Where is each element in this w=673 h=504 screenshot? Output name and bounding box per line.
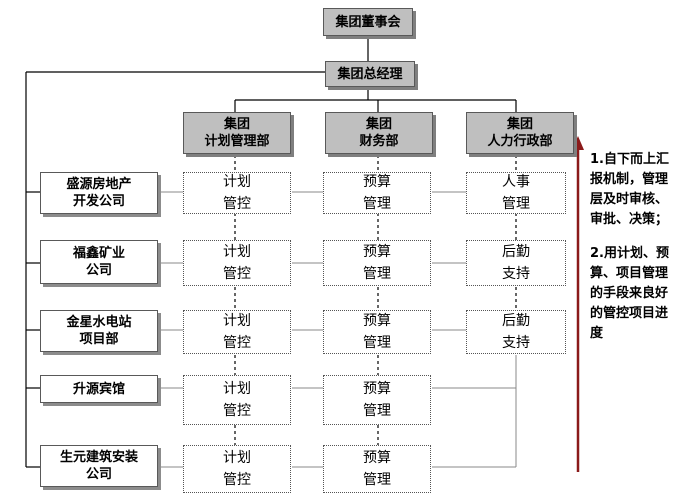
logistics-support-row3: 后勤 支持 xyxy=(466,310,566,354)
company-shengyuan-hotel: 升源宾馆 xyxy=(40,375,158,403)
company-line1: 生元建筑安装 xyxy=(59,450,138,465)
plan-line1: 计划 xyxy=(223,244,251,260)
hr-line2: 管理 xyxy=(502,196,530,212)
budget-mgmt-row2: 预算 管理 xyxy=(323,240,431,286)
budget-line2: 管理 xyxy=(363,266,391,282)
company-fuxin-mining: 福鑫矿业 公司 xyxy=(40,240,158,284)
plan-line2: 管控 xyxy=(223,196,251,212)
plan-control-row2: 计划 管控 xyxy=(183,240,291,286)
budget-line1: 预算 xyxy=(363,244,391,260)
dept-planning-line1: 集团 xyxy=(223,117,250,132)
logistics-line1: 后勤 xyxy=(502,313,530,329)
plan-line1: 计划 xyxy=(223,174,251,190)
plan-line2: 管控 xyxy=(223,335,251,351)
budget-line2: 管理 xyxy=(363,472,391,488)
plan-control-row3: 计划 管控 xyxy=(183,310,291,354)
hr-line1: 人事 xyxy=(502,174,530,190)
dept-finance-line1: 集团 xyxy=(365,117,392,132)
note-management: 2.用计划、预算、项目管理的手段来良好的管控项目进度 xyxy=(590,246,669,341)
dept-hr-line2: 人力行政部 xyxy=(487,134,553,149)
company-line2: 公司 xyxy=(85,263,112,278)
plan-line1: 计划 xyxy=(223,450,251,466)
note-reporting: 1.自下而上汇报机制，管理层及时审核、审批、决策； xyxy=(590,152,669,227)
dept-finance-line2: 财务部 xyxy=(359,134,399,149)
company-shengyuan-realestate: 盛源房地产 开发公司 xyxy=(40,172,158,214)
budget-line1: 预算 xyxy=(363,174,391,190)
logistics-line2: 支持 xyxy=(502,335,530,351)
budget-mgmt-row4: 预算 管理 xyxy=(323,375,431,425)
logistics-support-row2: 后勤 支持 xyxy=(466,240,566,286)
budget-line2: 管理 xyxy=(363,403,391,419)
company-line2: 公司 xyxy=(85,467,112,482)
company-line1: 金星水电站 xyxy=(66,315,132,330)
budget-line1: 预算 xyxy=(363,381,391,397)
general-manager-box: 集团总经理 xyxy=(325,61,415,87)
hr-mgmt-row1: 人事 管理 xyxy=(466,172,566,214)
budget-mgmt-row1: 预算 管理 xyxy=(323,172,431,214)
plan-line2: 管控 xyxy=(223,472,251,488)
plan-line1: 计划 xyxy=(223,381,251,397)
logistics-line2: 支持 xyxy=(502,266,530,282)
budget-line2: 管理 xyxy=(363,335,391,351)
budget-line1: 预算 xyxy=(363,313,391,329)
dept-hr-line1: 集团 xyxy=(506,117,533,132)
board-box: 集团董事会 xyxy=(323,8,413,36)
plan-control-row4: 计划 管控 xyxy=(183,375,291,425)
company-line2: 项目部 xyxy=(79,332,119,347)
company-shengyuan-construction: 生元建筑安装 公司 xyxy=(40,445,158,487)
dept-planning-line2: 计划管理部 xyxy=(204,134,270,149)
budget-mgmt-row3: 预算 管理 xyxy=(323,310,431,354)
side-notes: 1.自下而上汇报机制，管理层及时审核、审批、决策； 2.用计划、预算、项目管理的… xyxy=(590,150,672,358)
dept-hr-admin: 集团 人力行政部 xyxy=(466,112,574,154)
general-manager-label: 集团总经理 xyxy=(337,66,403,82)
plan-line2: 管控 xyxy=(223,403,251,419)
company-line1: 升源宾馆 xyxy=(72,381,125,397)
company-jinxing-hydropower: 金星水电站 项目部 xyxy=(40,310,158,352)
plan-control-row5: 计划 管控 xyxy=(183,445,291,493)
plan-line2: 管控 xyxy=(223,266,251,282)
dept-planning: 集团 计划管理部 xyxy=(183,112,291,154)
budget-line2: 管理 xyxy=(363,196,391,212)
logistics-line1: 后勤 xyxy=(502,244,530,260)
company-line1: 福鑫矿业 xyxy=(72,246,125,261)
company-line1: 盛源房地产 xyxy=(66,177,132,192)
budget-line1: 预算 xyxy=(363,450,391,466)
dept-finance: 集团 财务部 xyxy=(325,112,433,154)
budget-mgmt-row5: 预算 管理 xyxy=(323,445,431,493)
plan-control-row1: 计划 管控 xyxy=(183,172,291,214)
company-line2: 开发公司 xyxy=(72,194,125,209)
plan-line1: 计划 xyxy=(223,313,251,329)
board-label: 集团董事会 xyxy=(335,14,401,30)
